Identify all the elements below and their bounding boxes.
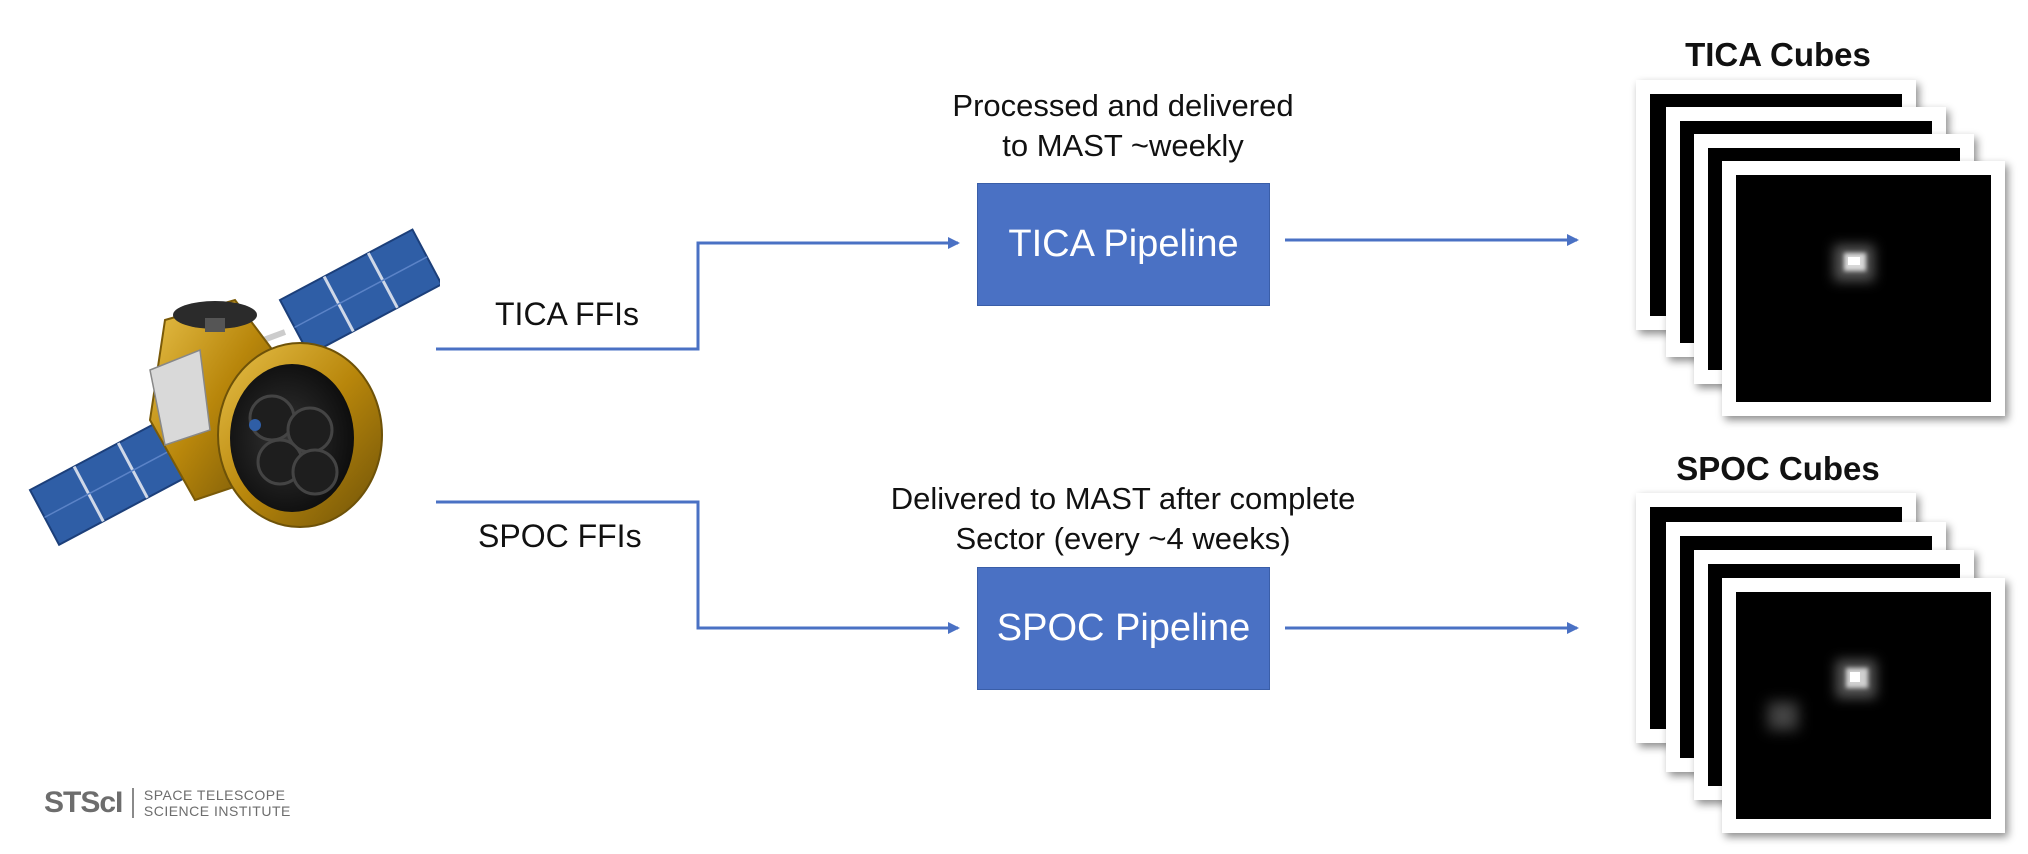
spoc-caption-line2: Sector (every ~4 weeks) [955, 521, 1291, 556]
tica-pipeline-label: TICA Pipeline [1008, 223, 1239, 265]
logo-line1: SPACE TELESCOPE [143, 787, 286, 803]
tica-caption-line1: Processed and delivered [952, 88, 1294, 123]
tica-cubes-title: TICA Cubes [1685, 36, 1871, 73]
spoc-input-arrow [436, 500, 960, 634]
spoc-cube-frame [1722, 578, 2005, 833]
tica-caption-line2: to MAST ~weekly [1002, 128, 1244, 163]
stsci-logo-text: SPACE TELESCOPE SCIENCE INSTITUTE [144, 787, 291, 819]
tica-cube-stack [1636, 78, 2016, 428]
spoc-pipeline-label: SPOC Pipeline [996, 607, 1251, 649]
spoc-pipeline-box: SPOC Pipeline [977, 567, 1270, 690]
spoc-caption-line1: Delivered to MAST after complete [890, 481, 1356, 516]
tica-cube-frame [1722, 161, 2005, 416]
logo-divider [132, 788, 134, 818]
stsci-logo-mark: STScI [44, 786, 123, 819]
spoc-cubes-title: SPOC Cubes [1676, 450, 1880, 487]
tica-caption: Processed and delivered to MAST ~weekly [898, 86, 1348, 166]
tica-pipeline-box: TICA Pipeline [977, 183, 1270, 306]
star-image [1736, 592, 1991, 819]
spoc-cube-stack [1636, 490, 2016, 840]
spoc-caption: Delivered to MAST after complete Sector … [873, 479, 1373, 559]
star-image [1736, 175, 1991, 402]
spoc-ffis-label: SPOC FFIs [478, 518, 642, 554]
logo-line2: SCIENCE INSTITUTE [143, 803, 291, 819]
tica-ffis-label: TICA FFIs [495, 296, 639, 332]
tica-input-arrow [436, 237, 960, 351]
stsci-logo: STScI SPACE TELESCOPE SCIENCE INSTITUTE [44, 786, 291, 820]
satellite-icon [28, 228, 440, 547]
